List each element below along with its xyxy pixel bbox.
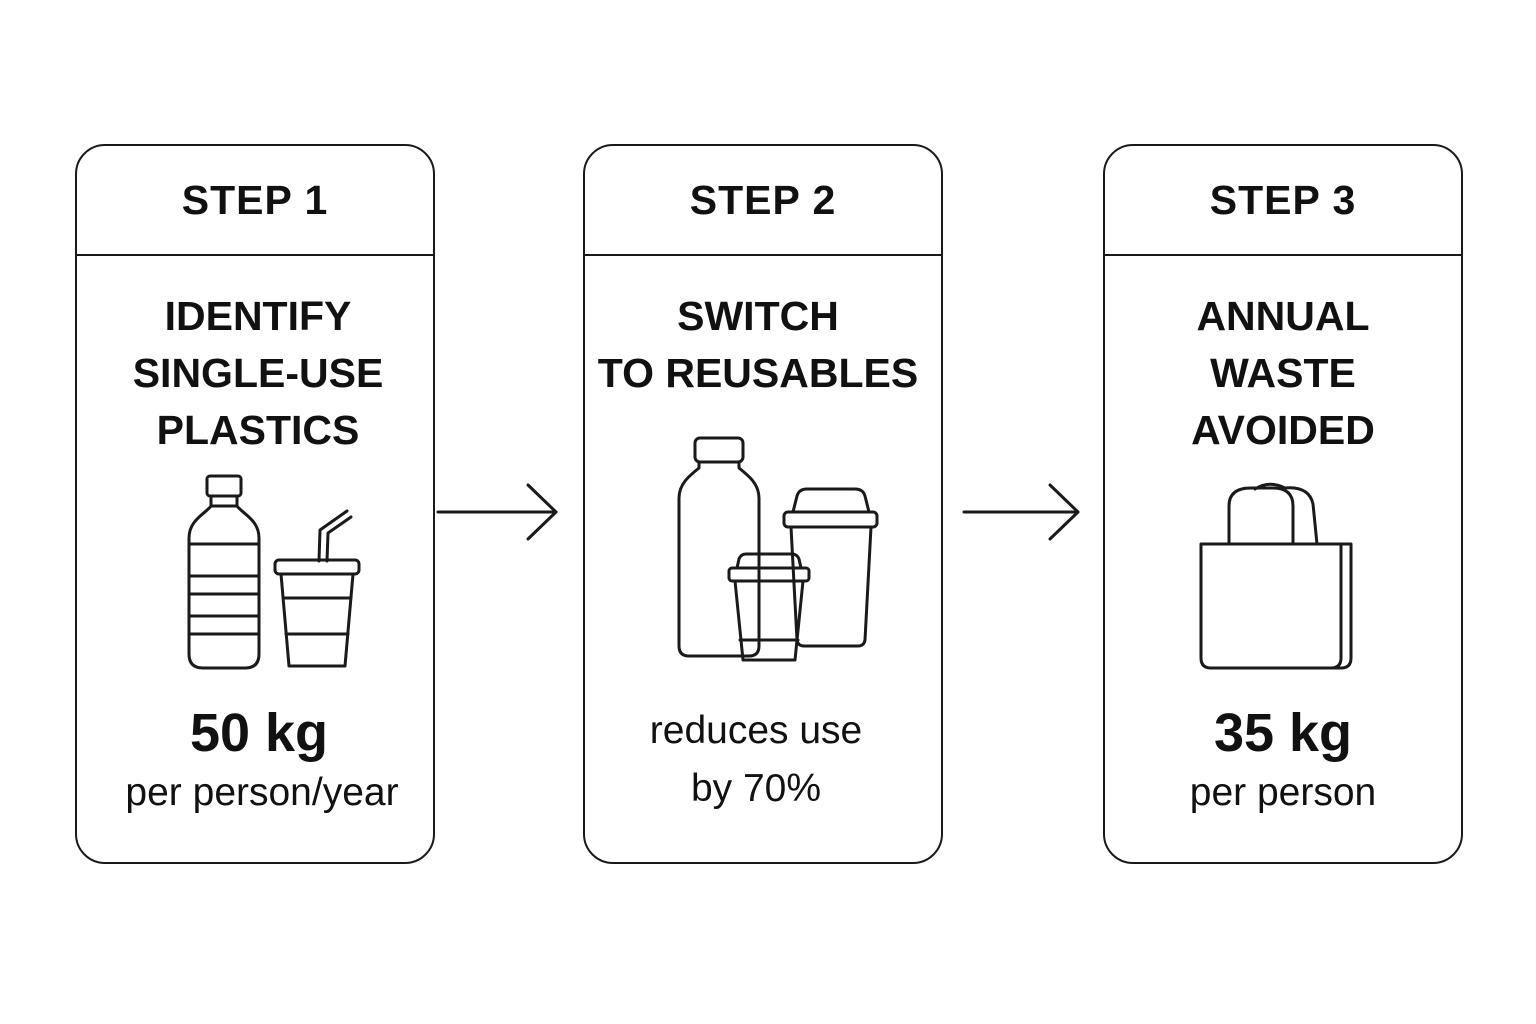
step-3-card: STEP 3 ANNUAL WASTE AVOIDED 35 kg per pe… [1103, 144, 1463, 864]
step-2-description: reduces use by 70% [649, 709, 863, 810]
arrow-right-icon [962, 483, 1080, 541]
plastic-bottle-and-cup-icon [187, 474, 361, 670]
step-2-title: SWITCH TO REUSABLES [597, 293, 919, 396]
step-2-label: STEP 2 [689, 176, 837, 223]
arrow-right-icon [436, 483, 558, 541]
tote-bag-icon [1199, 482, 1353, 670]
step-3-header: STEP 3 [1105, 146, 1461, 256]
step-3-label: STEP 3 [1209, 176, 1357, 223]
step-1-card: STEP 1 IDENTIFY SINGLE-USE PLASTICS 50 k… [75, 144, 435, 864]
step-1-header: STEP 1 [77, 146, 433, 256]
step-1-description: per person/year [125, 771, 399, 814]
reusable-bottle-and-cups-icon [677, 436, 879, 662]
step-1-title: IDENTIFY SINGLE-USE PLASTICS [132, 293, 384, 453]
step-3-title: ANNUAL WASTE AVOIDED [1191, 293, 1375, 453]
step-2-card: STEP 2 SWITCH TO REUSABLES reduces use b… [583, 144, 943, 864]
step-3-value: 35 kg [1213, 703, 1353, 763]
step-1-value: 50 kg [189, 703, 329, 763]
step-3-description: per person [1189, 771, 1377, 814]
step-1-label: STEP 1 [181, 176, 329, 223]
step-2-header: STEP 2 [585, 146, 941, 256]
